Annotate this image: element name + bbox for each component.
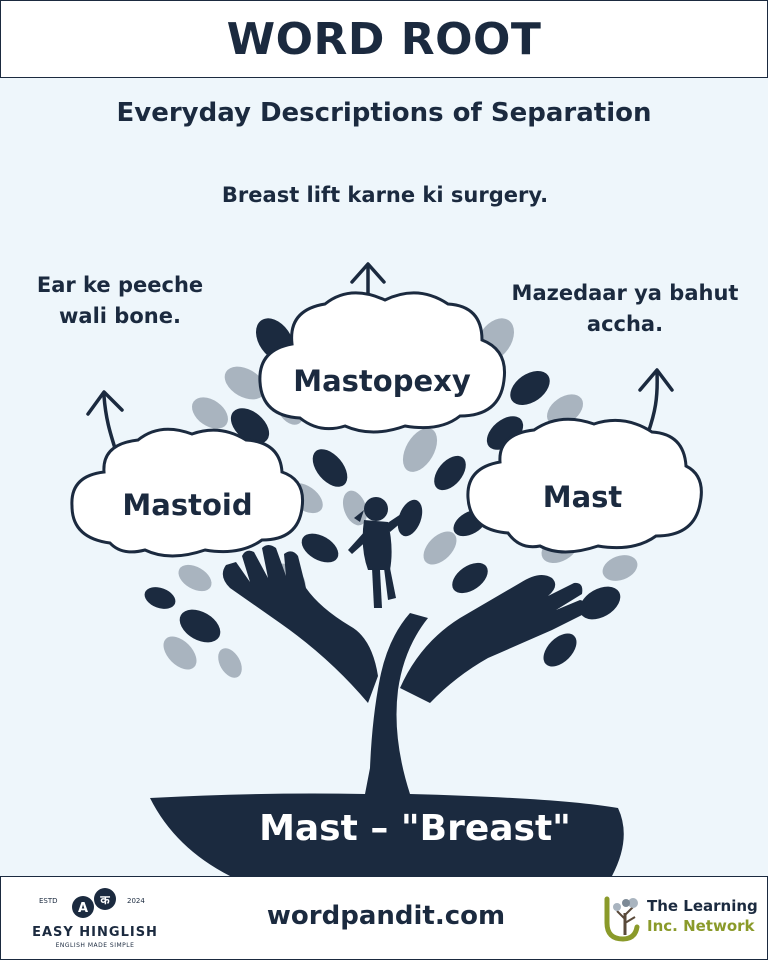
left-hand (222, 545, 378, 703)
definition-left: Ear ke peeche wali bone. (36, 273, 204, 328)
page-title: WORD ROOT (226, 13, 542, 65)
definition-top: Breast lift karne ki surgery. (221, 183, 549, 207)
cloud-label-right: Mast (542, 480, 623, 514)
learning-inc-logo: The Learning Inc. Network (601, 891, 761, 947)
header-bar: WORD ROOT (0, 0, 768, 78)
logo-line-2: Inc. Network (647, 917, 755, 935)
definition-right: Mazedaar ya bahut accha. (511, 281, 739, 336)
root-label: Mast – "Breast" (259, 808, 571, 849)
infographic-panel: Everyday Descriptions of Separation Brea… (0, 78, 768, 876)
cloud-left (70, 427, 305, 558)
logo-badge-a: A (78, 901, 88, 916)
logo-badge-icon: A क (72, 888, 116, 918)
logo-name: EASY HINGLISH (32, 925, 158, 940)
logo-badge-ka: क (99, 893, 110, 907)
right-hand (400, 574, 587, 703)
footer-bar: A क ESTD 2024 EASY HINGLISH ENGLISH MADE… (0, 876, 768, 960)
logo-line-1: The Learning (647, 897, 758, 915)
cloud-right (466, 417, 703, 554)
child-figure (348, 497, 414, 608)
cloud-label-left: Mastoid (122, 488, 253, 522)
logo-tagline: ENGLISH MADE SIMPLE (55, 942, 135, 949)
cloud-center (258, 291, 507, 434)
logo-year: 2024 (127, 897, 145, 905)
cloud-label-center: Mastopexy (293, 364, 471, 398)
subtitle: Everyday Descriptions of Separation (116, 98, 652, 128)
logo-est: ESTD (39, 897, 58, 905)
leaves (144, 318, 638, 678)
tree-trunk (150, 613, 624, 876)
easy-hinglish-logo: A क ESTD 2024 EASY HINGLISH ENGLISH MADE… (25, 885, 165, 953)
website-link[interactable]: wordpandit.com (266, 901, 506, 931)
tree-illustration (70, 262, 703, 876)
tree-logo-icon (604, 896, 640, 942)
